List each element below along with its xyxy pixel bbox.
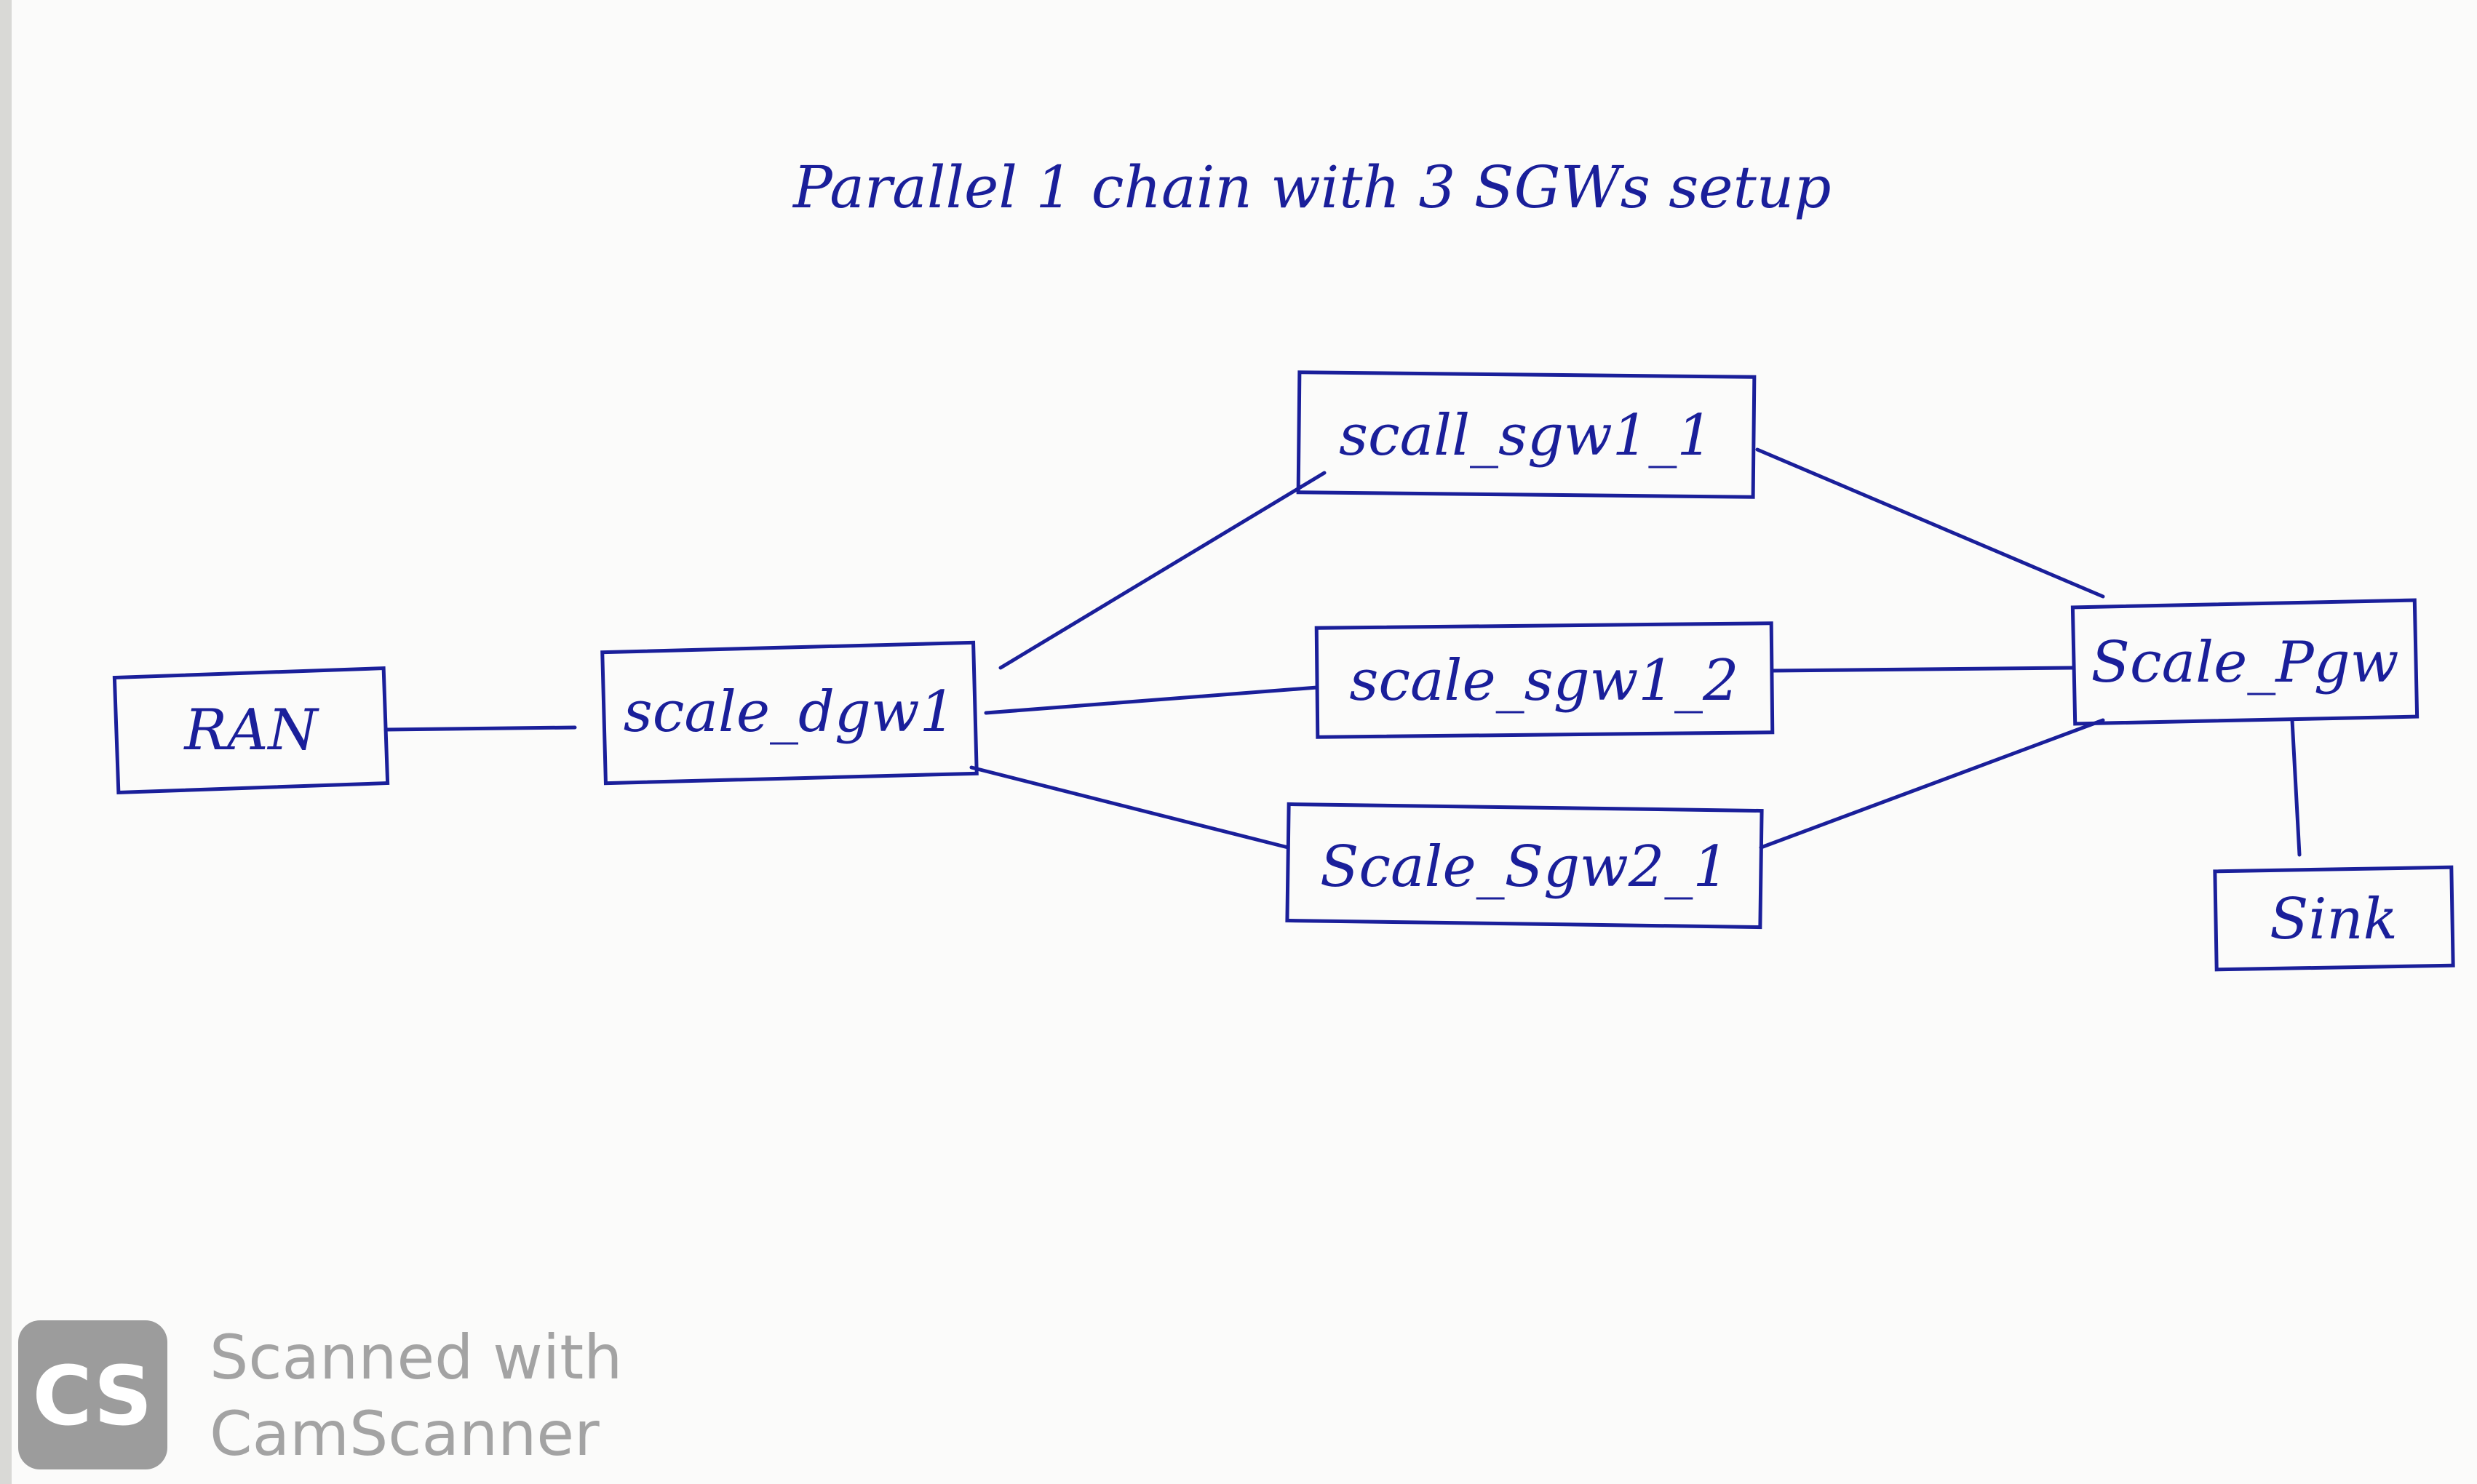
node-label: scale_sgw1_2 [1349,648,1738,714]
node-box [112,666,390,794]
camscanner-logo-icon [18,1320,167,1469]
node-box [2070,598,2420,726]
edge-sgw2-1-pgw [1759,718,2105,850]
camscanner-watermark: CS Scanned with CamScanner [18,1320,622,1469]
node-sink: Sink [2213,865,2455,972]
node-ran: RAN [112,666,390,794]
edge-ran-dgw [383,725,577,732]
node-scale-pgw: Scale_Pgw [2070,598,2420,726]
edge-dgw-sgw1-1 [998,471,1327,670]
node-box [1296,370,1757,499]
node-box [2213,865,2455,972]
node-scale-sgw1-2: scale_sgw1_2 [1314,621,1775,739]
edge-dgw-sgw1-2 [984,685,1319,715]
node-box [1314,621,1775,739]
node-label: RAN [183,698,319,763]
node-box [1285,802,1764,930]
edge-sgw1-2-pgw [1770,666,2076,673]
node-label: Sink [2270,887,2398,952]
node-label: scale_dgw1 [624,679,956,745]
node-label: Scale_Pgw [2091,630,2399,695]
edge-pgw-sink [2290,718,2302,857]
connectors [383,447,2302,857]
watermark-line-2: CamScanner [210,1398,600,1469]
node-scale-dgw1: scale_dgw1 [600,640,979,786]
node-scall-sgw1-1: scall_sgw1_1 [1296,370,1757,499]
node-box [600,640,979,786]
node-scale-sgw2-1: Scale_Sgw2_1 [1285,802,1764,930]
camscanner-logo-letters: CS [33,1349,153,1444]
node-label: scall_sgw1_1 [1339,403,1713,468]
watermark-line-1: Scanned with [210,1322,622,1393]
paper-edge-shadow [0,0,12,1484]
node-label: Scale_Sgw2_1 [1320,834,1729,900]
edge-sgw1-1-pgw [1755,447,2105,599]
edge-dgw-sgw2-1 [969,765,1290,850]
diagram-title: Parallel 1 chain with 3 SGWs setup [792,153,1831,221]
